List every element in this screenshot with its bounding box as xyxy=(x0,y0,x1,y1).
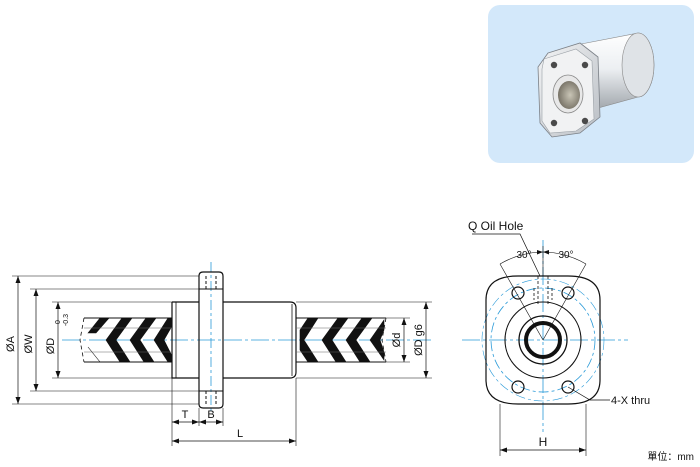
label-dia-A: ØA xyxy=(5,335,17,352)
label-angle-left: 30° xyxy=(516,250,531,261)
inner-bore-circle xyxy=(524,321,562,359)
label-T: T xyxy=(182,409,189,421)
label-tol-upper: 0 xyxy=(55,320,62,324)
flange-outline xyxy=(198,271,224,409)
flange-front-outline xyxy=(485,275,601,405)
right-screw-shaft xyxy=(296,317,387,363)
oil-hole-leader xyxy=(472,233,541,277)
label-L: L xyxy=(237,428,243,440)
label-H: H xyxy=(539,435,548,449)
oil-hole xyxy=(533,276,553,304)
left-extension-lines xyxy=(12,275,199,405)
angle-lines xyxy=(499,246,587,341)
label-dia-D-g6: ØD g6 xyxy=(413,324,425,356)
nut-body-circle xyxy=(504,301,582,379)
left-screw-shaft xyxy=(79,317,173,363)
label-dia-d: Ød xyxy=(391,333,403,348)
unit-note: 單位：mm xyxy=(647,450,694,463)
label-tol-lower: -0.3 xyxy=(63,314,70,326)
label-holes: 4-X thru xyxy=(611,395,650,407)
outer-bore-circle xyxy=(518,315,568,365)
label-dia-W: ØW xyxy=(23,334,35,354)
label-dia-D-tol: ØD xyxy=(45,338,57,355)
holes-leader xyxy=(567,386,610,401)
bolt-circle xyxy=(490,287,596,393)
mounting-holes xyxy=(511,286,575,394)
right-extension-lines xyxy=(296,301,432,379)
nut-body-right xyxy=(223,301,297,379)
label-q-oil-hole: Q Oil Hole xyxy=(468,219,524,233)
label-angle-right: 30° xyxy=(558,250,573,261)
product-photo xyxy=(488,5,694,163)
label-B: B xyxy=(207,409,214,421)
flanged-nut-illustration xyxy=(537,32,655,138)
